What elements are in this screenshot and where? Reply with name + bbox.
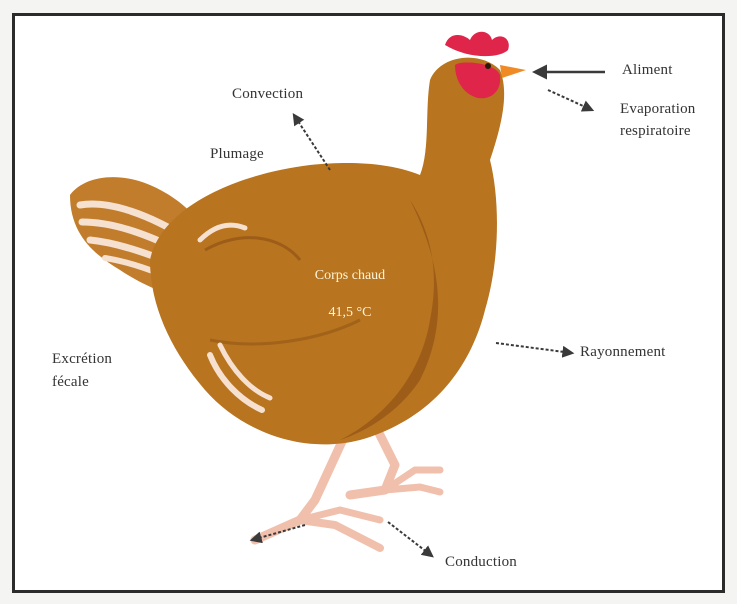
rayonnement-arrow [496,343,572,353]
conduction-right-arrow [388,522,432,556]
convection-arrow [294,115,330,170]
legs [255,425,440,548]
label-corps-chaud: Corps chaud [300,268,400,284]
label-evaporation-line1: Evaporation [620,100,696,118]
evaporation-arrow [548,90,592,110]
label-excretion-line1: Excrétion [52,350,112,368]
label-rayonnement: Rayonnement [580,343,666,361]
label-aliment: Aliment [622,61,673,79]
hen-body [150,58,504,445]
label-excretion-line2: fécale [52,373,89,391]
label-plumage: Plumage [210,145,264,163]
label-convection: Convection [232,85,303,103]
label-temperature: 41,5 °C [310,305,390,321]
label-evaporation-line2: respiratoire [620,122,691,140]
label-conduction: Conduction [445,553,517,571]
